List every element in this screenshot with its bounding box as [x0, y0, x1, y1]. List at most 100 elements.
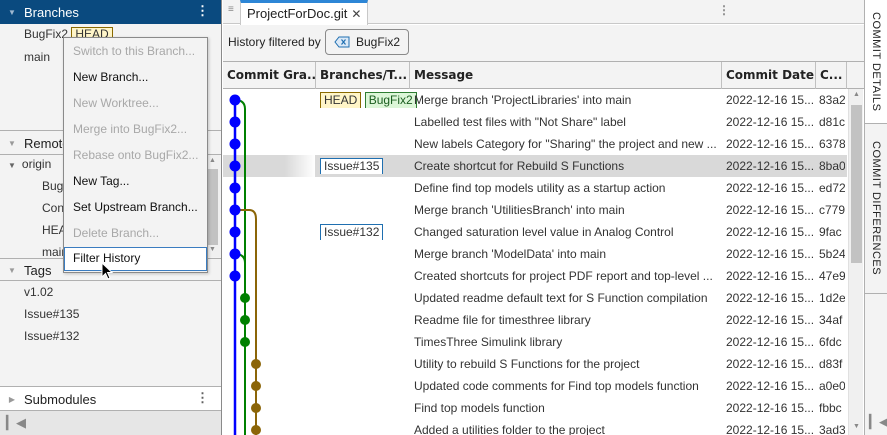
scroll-down-icon[interactable]: ▼: [853, 423, 860, 430]
commit-row[interactable]: Merge branch 'ModelData' into main 2022-…: [223, 243, 847, 265]
commit-row[interactable]: Issue#132 Changed saturation level value…: [223, 221, 847, 243]
date-cell: 2022-12-16 15...: [726, 93, 814, 107]
message-cell: Merge branch 'ProjectLibraries' into mai…: [414, 93, 632, 107]
commit-row[interactable]: HEAD BugFix2 Merge branch 'ProjectLibrar…: [223, 89, 847, 111]
refs-cell: HEAD BugFix2: [320, 92, 417, 108]
message-cell: New labels Category for "Sharing" the pr…: [414, 137, 717, 151]
col-commit-id[interactable]: C...: [816, 62, 847, 89]
scroll-thumb[interactable]: [208, 169, 218, 245]
more-options-icon[interactable]: ⋮: [196, 390, 209, 405]
commit-row[interactable]: Created shortcuts for project PDF report…: [223, 265, 847, 287]
submodules-section-header[interactable]: ▶ Submodules ⋮: [0, 387, 221, 411]
origin-label: origin: [21, 157, 52, 171]
more-options-icon[interactable]: ⋮: [196, 3, 209, 18]
filter-chip-label: BugFix2: [356, 35, 401, 49]
table-header: Commit Gra... Branches/T... Message Comm…: [223, 62, 848, 89]
commit-row-selected[interactable]: Issue#135 Create shortcut for Rebuild S …: [223, 155, 847, 177]
more-options-icon[interactable]: ⋮: [718, 3, 730, 17]
clear-filter-icon[interactable]: [334, 36, 350, 48]
scroll-down-icon[interactable]: ▼: [209, 246, 216, 253]
tag-item[interactable]: v1.02: [24, 285, 54, 299]
col-branches-tags[interactable]: Branches/T...: [316, 62, 410, 89]
hash-cell: 3ad3: [819, 423, 845, 435]
commit-row[interactable]: Readme file for timesthree library 2022-…: [223, 309, 847, 331]
tab-bar: ≡ ProjectForDoc.git ✕ ⋮: [223, 0, 864, 25]
head-badge: HEAD: [320, 92, 362, 108]
hash-cell: a0e0: [819, 379, 845, 393]
message-cell: TimesThree Simulink library: [414, 335, 563, 349]
collapse-icon[interactable]: ▼: [8, 7, 16, 17]
branches-title: Branches: [24, 4, 79, 20]
col-commit-date[interactable]: Commit Date: [722, 62, 816, 89]
date-cell: 2022-12-16 15...: [726, 181, 814, 195]
menu-item-rebase[interactable]: Rebase onto BugFix2...: [73, 148, 199, 162]
message-cell: Merge branch 'UtilitiesBranch' into main: [414, 203, 625, 217]
scroll-thumb[interactable]: [851, 105, 862, 263]
scroll-up-icon[interactable]: ▲: [853, 91, 860, 98]
hash-cell: 1d2e: [819, 291, 845, 305]
branches-section-header[interactable]: ▼ Branches ⋮: [0, 0, 221, 24]
date-cell: 2022-12-16 15...: [726, 225, 814, 239]
menu-item-set-upstream[interactable]: Set Upstream Branch...: [73, 200, 198, 214]
tab-commit-details[interactable]: COMMIT DETAILS: [865, 0, 887, 124]
commit-row[interactable]: Updated code comments for Find top model…: [223, 375, 847, 397]
date-cell: 2022-12-16 15...: [726, 423, 814, 435]
menu-item-new-branch[interactable]: New Branch...: [73, 70, 149, 84]
collapse-panel-icon[interactable]: ▎◀: [6, 415, 26, 430]
collapse-icon[interactable]: ▼: [8, 265, 16, 275]
table-scrollbar[interactable]: ▲ ▼: [848, 89, 863, 435]
menu-item-switch-branch[interactable]: Switch to this Branch...: [73, 44, 196, 58]
commit-row[interactable]: Find top models function 2022-12-16 15..…: [223, 397, 847, 419]
scroll-up-icon[interactable]: ▲: [209, 157, 216, 164]
date-cell: 2022-12-16 15...: [726, 335, 814, 349]
hash-cell: 47e9: [819, 269, 845, 283]
mouse-cursor-icon: [101, 262, 114, 280]
remotes-scrollbar[interactable]: ▲ ▼: [206, 155, 220, 257]
date-cell: 2022-12-16 15...: [726, 313, 814, 327]
commit-row[interactable]: TimesThree Simulink library 2022-12-16 1…: [223, 331, 847, 353]
hash-cell: d83f: [819, 357, 843, 371]
expand-icon[interactable]: ▶: [8, 394, 16, 404]
menu-item-new-worktree[interactable]: New Worktree...: [73, 96, 159, 110]
hash-cell: 6378: [819, 137, 845, 151]
collapse-panel-icon[interactable]: ▎◀: [869, 414, 887, 429]
menu-item-delete-branch[interactable]: Delete Branch...: [73, 226, 160, 240]
commit-row[interactable]: New labels Category for "Sharing" the pr…: [223, 133, 847, 155]
remote-branch-item[interactable]: main: [42, 245, 69, 259]
submodules-title: Submodules: [24, 391, 97, 407]
commit-row[interactable]: Labelled test files with "Not Share" lab…: [223, 111, 847, 133]
expand-icon[interactable]: ▼: [8, 161, 16, 170]
close-tab-icon[interactable]: ✕: [351, 7, 362, 21]
col-message[interactable]: Message: [410, 62, 722, 89]
branch-item-main[interactable]: main: [24, 50, 51, 64]
tags-section-header[interactable]: ▼ Tags: [0, 258, 221, 282]
filter-chip[interactable]: BugFix2: [325, 29, 410, 55]
commit-row[interactable]: Updated readme default text for S Functi…: [223, 287, 847, 309]
branch-badge: BugFix2: [364, 92, 417, 108]
hash-cell: 8ba0: [819, 159, 845, 173]
tab-projectfordoc[interactable]: ProjectForDoc.git ✕: [240, 0, 369, 25]
menu-item-merge[interactable]: Merge into BugFix2...: [73, 122, 188, 136]
message-cell: Labelled test files with "Not Share" lab…: [414, 115, 626, 129]
message-cell: Added a utilities folder to the project: [414, 423, 605, 435]
tag-item[interactable]: Issue#135: [24, 307, 80, 321]
commit-row[interactable]: Define find top models utility as a star…: [223, 177, 847, 199]
commit-row[interactable]: Merge branch 'UtilitiesBranch' into main…: [223, 199, 847, 221]
tag-item[interactable]: Issue#132: [24, 329, 80, 343]
date-cell: 2022-12-16 15...: [726, 401, 814, 415]
collapse-icon[interactable]: ▼: [8, 138, 16, 148]
menu-item-new-tag[interactable]: New Tag...: [73, 174, 130, 188]
hash-cell: ed72: [819, 181, 845, 195]
col-commit-graph[interactable]: Commit Gra...: [223, 62, 316, 89]
remote-origin[interactable]: ▼ origin: [8, 157, 51, 171]
tab-commit-differences[interactable]: COMMIT DIFFERENCES: [865, 124, 887, 294]
message-cell: Merge branch 'ModelData' into main: [414, 247, 607, 261]
menu-item-filter-history[interactable]: Filter History: [64, 247, 207, 271]
hash-cell: c779: [819, 203, 845, 217]
commit-row[interactable]: Utility to rebuild S Functions for the p…: [223, 353, 847, 375]
message-cell: Create shortcut for Rebuild S Functions: [414, 159, 625, 173]
commit-row[interactable]: Added a utilities folder to the project …: [223, 419, 847, 435]
hash-cell: 5b24: [819, 247, 845, 261]
document-menu-icon[interactable]: ≡: [228, 4, 234, 15]
hash-cell: fbbc: [819, 401, 842, 415]
